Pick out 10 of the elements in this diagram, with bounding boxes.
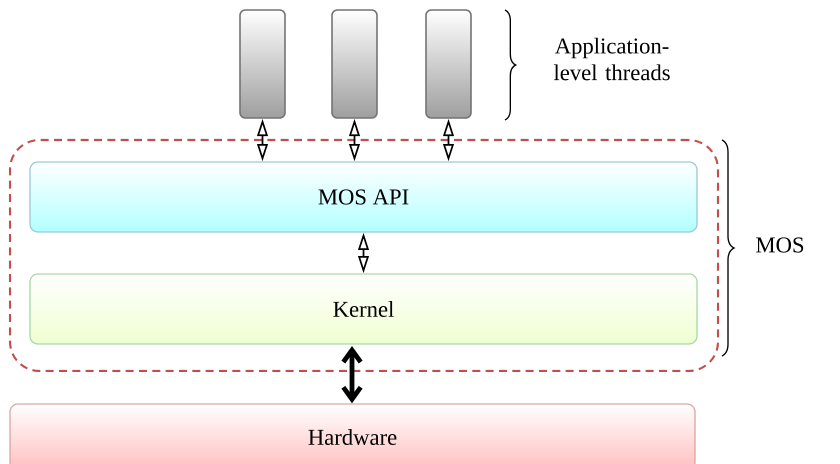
double-arrow	[341, 346, 363, 404]
thread-bar	[425, 9, 472, 119]
layer-box: MOS API	[29, 161, 698, 233]
brace-label: Application-level threads	[554, 38, 670, 80]
dashed-group-box	[8, 138, 720, 372]
brace-label: MOS	[756, 237, 804, 253]
layer-box: Kernel	[29, 273, 698, 345]
layer-box: Hardware	[9, 403, 696, 464]
thread-bar	[239, 9, 286, 119]
thread-bar	[331, 9, 378, 119]
